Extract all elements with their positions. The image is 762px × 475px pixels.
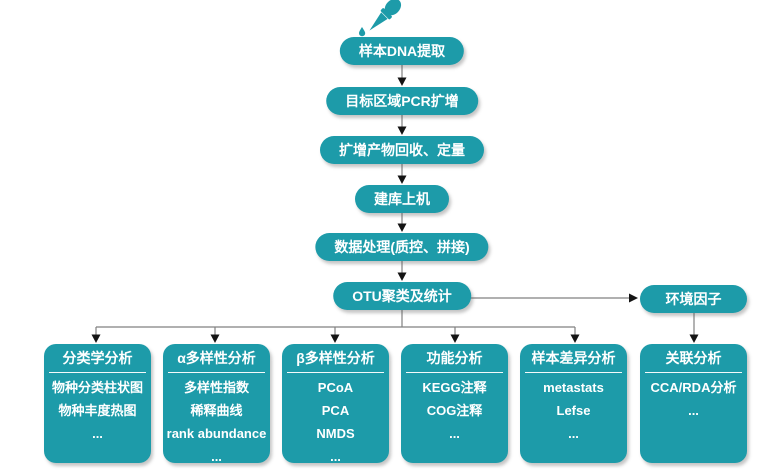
flow-step-data-processing: 数据处理(质控、拼接)	[315, 233, 489, 261]
taxonomy-analysis-box: 分类学分析 物种分类柱状图 物种丰度热图 ...	[44, 344, 151, 463]
analysis-item: ...	[330, 449, 341, 464]
box-title: 分类学分析	[62, 350, 133, 366]
correlation-analysis-box: 关联分析 CCA/RDA分析 ...	[640, 344, 747, 463]
box-title: 功能分析	[426, 350, 483, 366]
analysis-item: ...	[92, 426, 103, 441]
analysis-item: ...	[211, 449, 222, 464]
drop-icon	[359, 27, 366, 37]
analysis-item: rank abundance	[166, 426, 267, 441]
env-factor-box: 环境因子	[640, 285, 747, 313]
divider	[525, 372, 622, 373]
alpha-diversity-box: α多样性分析 多样性指数 稀释曲线 rank abundance ...	[163, 344, 270, 464]
pipette-icon	[369, 0, 402, 31]
flow-step-pcr-amplification: 目标区域PCR扩增	[326, 87, 478, 115]
analysis-item: 多样性指数	[183, 380, 249, 395]
analysis-item: metastats	[543, 380, 604, 395]
divider	[645, 372, 742, 373]
function-analysis-box: 功能分析 KEGG注释 COG注释 ...	[401, 344, 508, 463]
analysis-item: Lefse	[556, 403, 591, 418]
box-title: β多样性分析	[296, 350, 375, 366]
analysis-item: KEGG注释	[422, 380, 487, 395]
sample-difference-box: 样本差异分析 metastats Lefse ...	[520, 344, 627, 463]
analysis-item: 物种丰度热图	[58, 403, 137, 418]
box-title: 样本差异分析	[531, 350, 616, 366]
box-title: 关联分析	[665, 350, 722, 366]
analysis-item: PCA	[321, 403, 350, 418]
analysis-item: ...	[449, 426, 460, 441]
analysis-item: COG注释	[426, 403, 483, 418]
analysis-item: ...	[688, 403, 699, 418]
divider	[49, 372, 146, 373]
flow-step-library-sequencing: 建库上机	[355, 185, 449, 213]
analysis-item: 物种分类柱状图	[51, 380, 143, 395]
divider	[168, 372, 265, 373]
flow-step-dna-extraction: 样本DNA提取	[339, 37, 465, 65]
divider	[287, 372, 384, 373]
divider	[406, 372, 503, 373]
beta-diversity-box: β多样性分析 PCoA PCA NMDS ...	[282, 344, 389, 464]
analysis-item: ...	[568, 426, 579, 441]
flow-step-product-recovery: 扩增产物回收、定量	[320, 136, 484, 164]
flow-step-otu-clustering: OTU聚类及统计	[333, 282, 471, 310]
analysis-item: NMDS	[316, 426, 355, 441]
analysis-item: CCA/RDA分析	[650, 380, 737, 395]
analysis-item: 稀释曲线	[190, 403, 243, 418]
box-title: α多样性分析	[177, 350, 256, 366]
analysis-item: PCoA	[317, 380, 354, 395]
